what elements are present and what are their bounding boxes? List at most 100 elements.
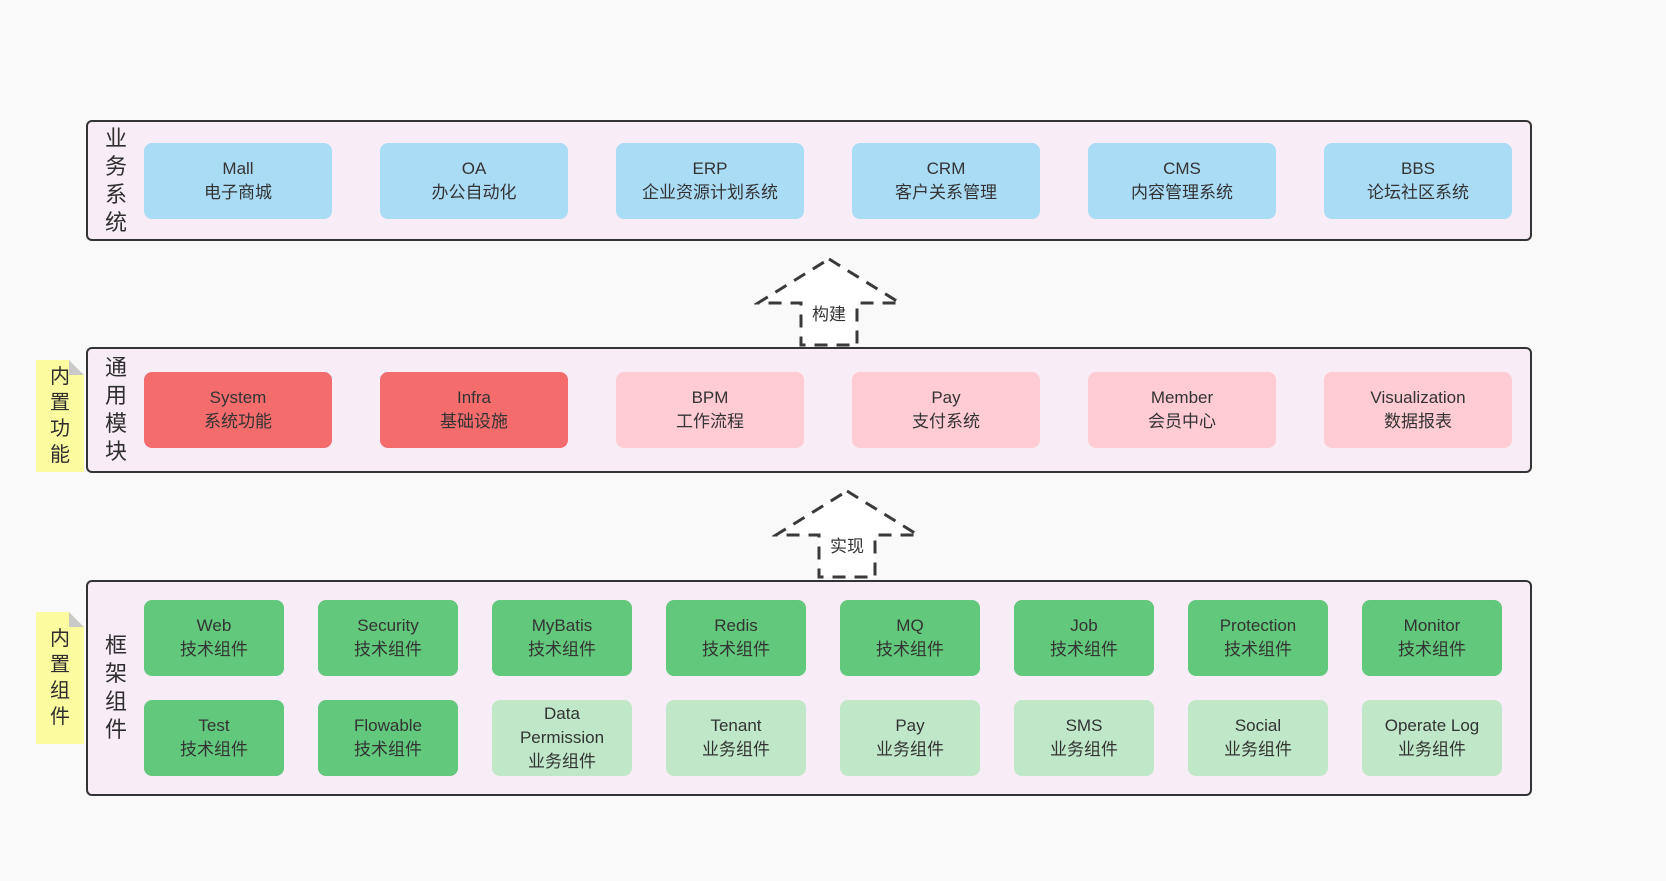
box-title: Protection [1219, 616, 1297, 636]
box-web: Web 技术组件 [144, 600, 284, 676]
box-social: Social 业务组件 [1188, 700, 1328, 776]
folded-corner-icon [69, 612, 84, 627]
box-data-permission: Data Permission 业务组件 [492, 700, 632, 776]
box-subtitle: 办公自动化 [431, 182, 517, 202]
box-operate-log: Operate Log 业务组件 [1362, 700, 1502, 776]
box-mall: Mall 电子商城 [144, 142, 332, 219]
box-subtitle: 数据报表 [1384, 412, 1452, 431]
box-sms: SMS 业务组件 [1014, 700, 1154, 776]
box-title: Pay [895, 716, 925, 736]
box-mq: MQ 技术组件 [840, 600, 980, 676]
note-built-in-features: 内置功能 [36, 360, 84, 472]
layer-common-modules: 通用模块 System 系统功能 Infra 基础设施 BPM 工作流程 Pay… [86, 347, 1532, 473]
box-mybatis: MyBatis 技术组件 [492, 600, 632, 676]
box-member: Member 会员中心 [1088, 372, 1276, 448]
box-subtitle: 技术组件 [180, 740, 248, 759]
box-title: Visualization [1370, 388, 1466, 408]
box-subtitle: 业务组件 [528, 751, 596, 771]
box-title: Operate Log [1384, 716, 1480, 736]
box-subtitle: 内容管理系统 [1131, 182, 1233, 202]
layer-business-systems: 业务系统 Mall 电子商城 OA 办公自动化 ERP 企业资源计划系统 CRM… [86, 120, 1532, 241]
box-pay-biz: Pay 业务组件 [840, 700, 980, 776]
box-title: System [209, 388, 267, 408]
arrow-implement: 实现 [772, 488, 922, 580]
box-subtitle: 技术组件 [1050, 640, 1118, 659]
folded-corner-icon [69, 360, 84, 375]
box-subtitle: 技术组件 [354, 640, 422, 659]
up-arrow-dashed-icon [754, 257, 904, 347]
box-subtitle: 业务组件 [876, 740, 944, 759]
box-subtitle: 技术组件 [1398, 640, 1466, 659]
box-flowable: Flowable 技术组件 [318, 700, 458, 776]
box-subtitle: 电子商城 [204, 182, 272, 202]
box-subtitle: 业务组件 [1050, 740, 1118, 759]
box-protection: Protection 技术组件 [1188, 600, 1328, 676]
box-title: CMS [1163, 158, 1201, 178]
box-bbs: BBS 论坛社区系统 [1324, 142, 1512, 219]
box-subtitle: 业务组件 [1224, 740, 1292, 759]
box-erp: ERP 企业资源计划系统 [616, 142, 804, 219]
box-title: Infra [456, 388, 492, 408]
layer-label-framework-components: 框架组件 [104, 633, 127, 742]
box-title: MQ [896, 616, 924, 636]
box-title: Member [1150, 388, 1214, 408]
box-oa: OA 办公自动化 [380, 142, 568, 219]
box-subtitle: 支付系统 [912, 412, 980, 431]
box-subtitle: 论坛社区系统 [1367, 182, 1469, 202]
box-title: Data Permission [519, 704, 605, 748]
box-crm: CRM 客户关系管理 [852, 142, 1040, 219]
arrow-implement-label: 实现 [830, 537, 864, 556]
box-title: BPM [691, 388, 729, 408]
box-pay: Pay 支付系统 [852, 372, 1040, 448]
box-subtitle: 技术组件 [876, 640, 944, 659]
box-title: Tenant [710, 716, 762, 736]
layer-label-column: 通用模块 [88, 349, 144, 471]
box-subtitle: 技术组件 [702, 640, 770, 659]
box-subtitle: 会员中心 [1148, 412, 1216, 431]
box-subtitle: 业务组件 [702, 740, 770, 759]
box-subtitle: 客户关系管理 [895, 182, 997, 202]
box-security: Security 技术组件 [318, 600, 458, 676]
box-monitor: Monitor 技术组件 [1362, 600, 1502, 676]
box-title: Mall [222, 158, 254, 178]
layer-label-common-modules: 通用模块 [104, 355, 127, 464]
box-test: Test 技术组件 [144, 700, 284, 776]
layer-framework-components: 框架组件 Web 技术组件 Security 技术组件 MyBatis 技术组件… [86, 580, 1532, 796]
box-subtitle: 技术组件 [354, 740, 422, 759]
arrow-build-label: 构建 [812, 305, 846, 324]
box-system: System 系统功能 [144, 372, 332, 448]
box-title: SMS [1065, 716, 1103, 736]
box-subtitle: 企业资源计划系统 [642, 182, 778, 202]
box-cms: CMS 内容管理系统 [1088, 142, 1276, 219]
box-title: Monitor [1403, 616, 1461, 636]
box-title: MyBatis [531, 616, 593, 636]
box-tenant: Tenant 业务组件 [666, 700, 806, 776]
box-title: BBS [1400, 158, 1436, 178]
box-redis: Redis 技术组件 [666, 600, 806, 676]
box-title: Security [357, 616, 419, 636]
box-title: Social [1234, 716, 1282, 736]
box-subtitle: 系统功能 [204, 412, 272, 431]
layer-label-column: 业务系统 [88, 122, 144, 239]
box-subtitle: 工作流程 [676, 412, 744, 431]
box-title: Flowable [353, 716, 423, 736]
box-bpm: BPM 工作流程 [616, 372, 804, 448]
note-text: 内置组件 [50, 628, 70, 728]
note-text: 内置功能 [50, 366, 70, 466]
box-title: Test [198, 716, 230, 736]
arrow-build: 构建 [754, 256, 904, 348]
box-subtitle: 技术组件 [528, 640, 596, 659]
box-title: Job [1070, 616, 1098, 636]
box-subtitle: 业务组件 [1398, 740, 1466, 759]
box-title: OA [461, 158, 487, 178]
box-job: Job 技术组件 [1014, 600, 1154, 676]
box-title: ERP [692, 158, 728, 178]
box-subtitle: 技术组件 [1224, 640, 1292, 659]
box-subtitle: 技术组件 [180, 640, 248, 659]
note-built-in-components: 内置组件 [36, 612, 84, 744]
layer-label-column: 框架组件 [88, 582, 144, 794]
box-subtitle: 基础设施 [440, 412, 508, 431]
box-title: Pay [931, 388, 961, 408]
box-title: Web [196, 616, 232, 636]
box-visualization: Visualization 数据报表 [1324, 372, 1512, 448]
